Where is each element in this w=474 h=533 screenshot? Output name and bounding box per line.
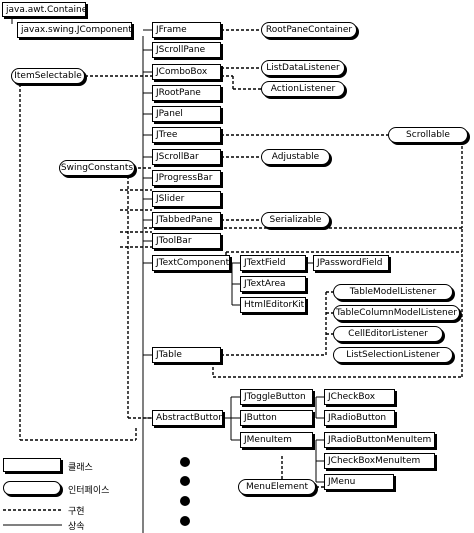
interface-label-menuelement: MenuElement [246, 482, 308, 492]
class-jtree: JTree [152, 127, 221, 143]
class-label-jcheckboxmenuitem: JCheckBoxMenuItem [328, 456, 421, 466]
class-jmenuitem: JMenuItem [240, 432, 313, 448]
interface-label-celleditorlistener: CellEditorListener [348, 329, 428, 339]
class-label-jpasswordfield: JPasswordField [317, 258, 383, 268]
class-label-abstractbutton: AbstractButton [156, 413, 223, 423]
class-jtextarea: JTextArea [240, 276, 306, 292]
interface-label-tablecolumnmodellistener: TableColumnModelListener [336, 308, 457, 318]
class-jtextfield: JTextField [240, 255, 306, 271]
class-label-htmleditorkit: HtmlEditorKit [244, 300, 305, 310]
class-jradiobuttonmenuitem: JRadioButtonMenuItem [324, 432, 435, 448]
interface-label-scrollable: Scrollable [406, 130, 450, 140]
class-label-jradiobutton: JRadioButton [328, 413, 387, 423]
interface-label-rootpanecontainer: RootPaneContainer [265, 25, 353, 35]
class-label-container: java.awt.Container [6, 4, 86, 15]
class-jrootpane: JRootPane [152, 85, 221, 101]
class-label-jpanel: JPanel [156, 109, 183, 119]
interface-label-adjustable: Adjustable [271, 152, 320, 162]
legend-label-extends: 상속 [68, 522, 85, 532]
interface-label-tablemodellistener: TableModelListener [349, 287, 437, 297]
ellipsis-dot [180, 476, 190, 486]
class-jbutton: JButton [240, 410, 313, 426]
class-jcomponent: javax.swing.JComponent [17, 22, 132, 38]
class-jframe: JFrame [152, 22, 221, 38]
ellipsis-dot [180, 457, 190, 467]
legend-label-class: 클래스 [68, 463, 93, 473]
interface-serializable: Serializable [261, 212, 330, 228]
class-jslider: JSlider [152, 191, 221, 207]
interface-label-itemselectable: ItemSelectable [14, 71, 82, 81]
class-label-jtable: JTable [156, 350, 182, 360]
interface-label-listdatalistener: ListDataListener [266, 63, 340, 73]
class-jtable: JTable [152, 347, 221, 363]
class-label-jcomponent: javax.swing.JComponent [21, 25, 132, 35]
legend-interface-shape [3, 481, 61, 495]
class-jcheckbox: JCheckBox [324, 389, 395, 405]
class-container: java.awt.Container [2, 2, 86, 17]
interface-scrollable: Scrollable [388, 127, 468, 143]
class-label-jscrollpane: JScrollPane [156, 45, 206, 55]
interface-rootpanecontainer: RootPaneContainer [261, 22, 357, 38]
class-jprogressbar: JProgressBar [152, 170, 221, 186]
class-label-jcombobox: JComboBox [156, 67, 208, 77]
class-label-jtoolbar: JToolBar [156, 236, 192, 246]
class-jtextcomponent: JTextComponent [152, 255, 230, 271]
interface-swingconstants: SwingConstants [59, 160, 135, 176]
class-jradiobutton: JRadioButton [324, 410, 395, 426]
class-label-jtogglebutton: JToggleButton [244, 392, 306, 402]
interface-itemselectable: ItemSelectable [11, 68, 85, 84]
class-label-jprogressbar: JProgressBar [156, 173, 213, 183]
interface-tablemodellistener: TableModelListener [333, 284, 453, 300]
ellipsis-dot [180, 516, 190, 526]
interface-listdatalistener: ListDataListener [261, 60, 345, 76]
class-label-jslider: JSlider [156, 194, 185, 204]
class-jpanel: JPanel [152, 106, 221, 122]
interface-celleditorlistener: CellEditorListener [333, 326, 443, 342]
class-jpasswordfield: JPasswordField [313, 255, 389, 271]
class-label-jtree: JTree [156, 130, 178, 140]
interface-label-swingconstants: SwingConstants [60, 163, 134, 173]
class-jcheckboxmenuitem: JCheckBoxMenuItem [324, 453, 435, 469]
interface-label-listselectionlistener: ListSelectionListener [346, 350, 440, 360]
class-label-jtabbedpane: JTabbedPane [156, 215, 213, 225]
interface-label-serializable: Serializable [269, 215, 322, 225]
class-label-jrootpane: JRootPane [156, 88, 201, 98]
class-jtogglebutton: JToggleButton [240, 389, 313, 405]
interface-tablecolumnmodellistener: TableColumnModelListener [333, 305, 460, 321]
class-label-jradiobuttonmenuitem: JRadioButtonMenuItem [328, 435, 432, 445]
class-label-jscrollbar: JScrollBar [156, 152, 199, 162]
class-label-jtextarea: JTextArea [244, 279, 286, 289]
class-label-jbutton: JButton [244, 413, 277, 423]
interface-adjustable: Adjustable [261, 149, 330, 165]
class-label-jframe: JFrame [156, 25, 187, 35]
class-label-jtextcomponent: JTextComponent [156, 258, 230, 268]
interface-listselectionlistener: ListSelectionListener [333, 347, 453, 363]
class-abstractbutton: AbstractButton [152, 410, 223, 426]
class-jmenu: JMenu [324, 474, 394, 490]
ellipsis-dot [180, 496, 190, 506]
class-jtabbedpane: JTabbedPane [152, 212, 221, 228]
class-label-jmenu: JMenu [328, 477, 356, 487]
legend-label-interface: 인터페이스 [68, 486, 110, 496]
interface-label-actionlistener: ActionListener [270, 84, 336, 94]
class-jscrollbar: JScrollBar [152, 149, 221, 165]
class-label-jcheckbox: JCheckBox [328, 392, 376, 402]
legend-class-box [3, 458, 61, 472]
legend-label-implements: 구현 [68, 507, 85, 517]
class-htmleditorkit: HtmlEditorKit [240, 297, 306, 313]
interface-actionlistener: ActionListener [261, 81, 345, 97]
class-label-jtextfield: JTextField [244, 258, 286, 268]
class-jscrollpane: JScrollPane [152, 42, 221, 58]
interface-menuelement: MenuElement [238, 479, 316, 495]
class-jcombobox: JComboBox [152, 64, 221, 80]
class-jtoolbar: JToolBar [152, 233, 221, 249]
class-label-jmenuitem: JMenuItem [244, 435, 292, 445]
